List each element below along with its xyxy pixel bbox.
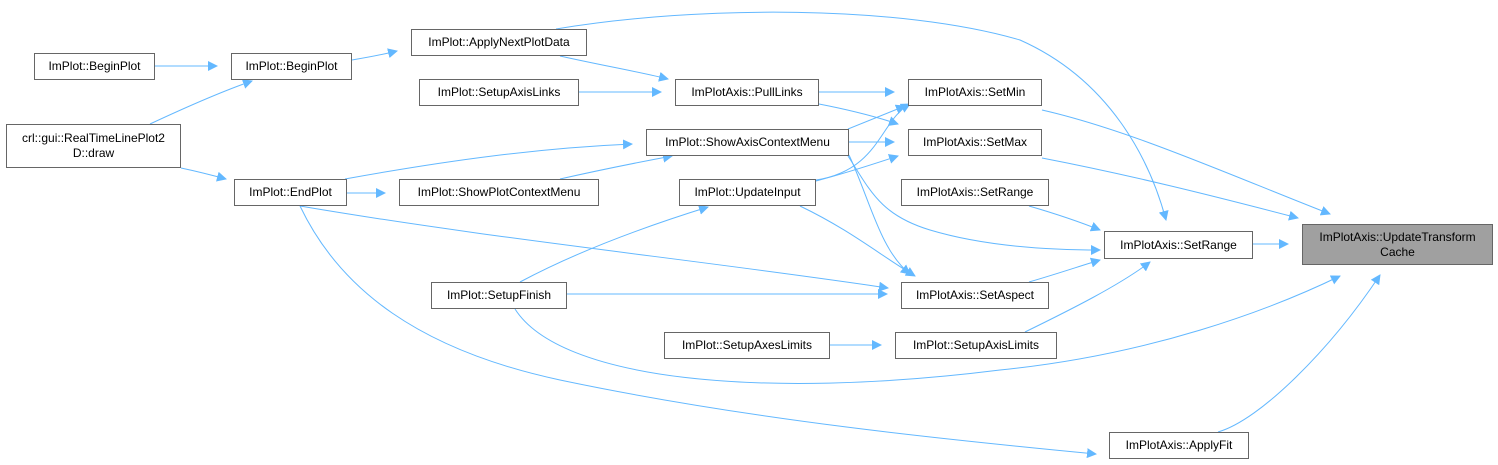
node-update-transform[interactable]: ImPlotAxis::UpdateTransform Cache: [1302, 224, 1493, 265]
node-endplot[interactable]: ImPlot::EndPlot: [234, 179, 347, 206]
edge-setupfinish-to-update_transform: [514, 275, 1341, 384]
node-updateinput[interactable]: ImPlot::UpdateInput: [679, 179, 816, 206]
edge-showaxiscontextmenu-to-setrange_main: [847, 155, 1101, 255]
node-setmin[interactable]: ImPlotAxis::SetMin: [908, 79, 1042, 106]
edge-showaxiscontextmenu-to-setaspect: [848, 154, 911, 275]
edge-endplot-to-showaxiscontextmenu: [344, 139, 633, 180]
node-beginplot-b[interactable]: ImPlot::BeginPlot: [231, 53, 352, 80]
node-setupaxislinks[interactable]: ImPlot::SetupAxisLinks: [419, 79, 579, 106]
edge-endplot-to-applyfit: [299, 205, 1097, 459]
node-applyfit[interactable]: ImPlotAxis::ApplyFit: [1109, 432, 1249, 459]
edge-setupaxislimits-to-setrange_main: [1024, 261, 1151, 333]
edge-showplotcontextmenu-to-showaxiscontextmenu: [559, 152, 673, 180]
edge-endplot-to-setaspect: [299, 205, 889, 292]
edge-applynextplotdata-to-pulllinks: [559, 55, 669, 82]
edge-updateinput-to-setmax: [815, 154, 899, 182]
edge-applyfit-to-update_transform: [1217, 274, 1381, 433]
edge-updateinput-to-setmin: [815, 103, 911, 181]
node-setupaxislimits[interactable]: ImPlot::SetupAxisLimits: [895, 332, 1057, 359]
edge-draw-to-beginplot_b: [149, 79, 253, 125]
node-showaxiscontextmenu[interactable]: ImPlot::ShowAxisContextMenu: [646, 129, 849, 156]
node-setrange-main[interactable]: ImPlotAxis::SetRange: [1104, 231, 1253, 259]
node-showplotcontextmenu[interactable]: ImPlot::ShowPlotContextMenu: [399, 179, 599, 206]
node-setupfinish[interactable]: ImPlot::SetupFinish: [431, 282, 567, 309]
node-setmax[interactable]: ImPlotAxis::SetMax: [908, 129, 1042, 156]
node-setrange-small[interactable]: ImPlotAxis::SetRange: [901, 179, 1049, 206]
edge-updateinput-to-setaspect: [799, 205, 916, 277]
node-pulllinks[interactable]: ImPlotAxis::PullLinks: [675, 79, 819, 106]
edge-beginplot_b-to-applynextplotdata: [351, 48, 398, 61]
node-setaspect[interactable]: ImPlotAxis::SetAspect: [901, 282, 1049, 309]
edge-applynextplotdata-to-setrange_main: [555, 11, 1169, 221]
node-beginplot-a[interactable]: ImPlot::BeginPlot: [34, 53, 155, 80]
node-draw[interactable]: crl::gui::RealTimeLinePlot2 D::draw: [6, 124, 181, 168]
edge-draw-to-endplot: [180, 167, 227, 182]
edge-setmin-to-update_transform: [1041, 109, 1331, 216]
node-applynextplotdata[interactable]: ImPlot::ApplyNextPlotData: [411, 29, 587, 56]
edge-pulllinks-to-setmax: [818, 103, 899, 126]
edge-setrange_small-to-setrange_main: [1028, 205, 1101, 232]
edge-setaspect-to-setrange_main: [1028, 257, 1101, 283]
edge-setmax-to-update_transform: [1041, 157, 1299, 221]
edge-setupfinish-to-updateinput: [519, 204, 709, 283]
node-setupaxeslimits[interactable]: ImPlot::SetupAxesLimits: [664, 332, 830, 359]
